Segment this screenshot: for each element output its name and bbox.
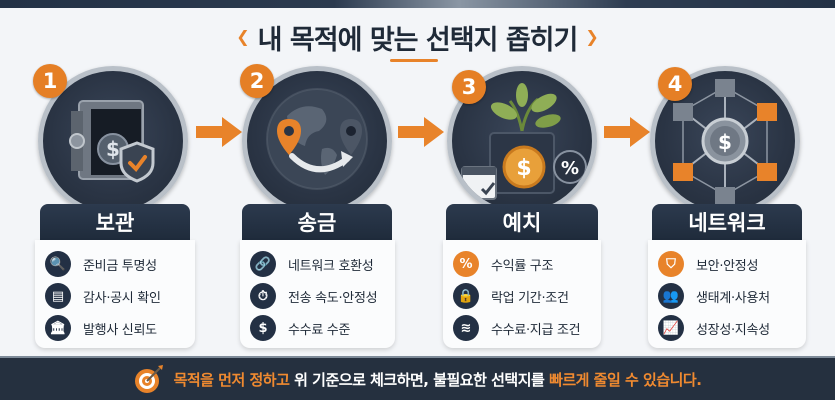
arrow-right-icon [398, 117, 444, 147]
criteria-item: ≋ 수수료·지급 조건 [453, 314, 581, 342]
criteria-item: 🔍 준비금 투명성 [45, 250, 157, 278]
title-underline [390, 59, 438, 62]
footer-message: 목적을 먼저 정하고 위 기준으로 체크하면, 불필요한 선택지를 빠르게 줄일… [174, 369, 702, 390]
criteria-item: $ 수수료 수준 [250, 314, 350, 342]
top-bar [0, 0, 835, 8]
criteria-item: 🏛 발행사 신뢰도 [45, 314, 157, 342]
step-2-criteria-list: 🔗 네트워크 호환성 ⏱ 전송 속도·안정성 $ 수수료 수준 [240, 240, 395, 348]
coins-icon: ≋ [453, 315, 479, 341]
users-icon: 👥 [658, 283, 684, 309]
plant-coin-icon: $ % [461, 83, 587, 200]
target-icon [134, 365, 163, 393]
blockchain-network-icon: $ [673, 79, 777, 205]
criteria-item: 🔗 네트워크 호환성 [250, 250, 374, 278]
lock-icon: 🔒 [453, 283, 479, 309]
page-title: 내 목적에 맞는 선택지 좁히기 [257, 24, 579, 56]
criteria-item: 🔒 락업 기간·조건 [453, 282, 569, 310]
criteria-item: ⏱ 전송 속도·안정성 [250, 282, 378, 310]
arrow-right-icon [196, 117, 242, 147]
title-decoration-right-icon: ❯ [585, 27, 599, 46]
safe-icon: $ [69, 100, 155, 183]
footer-highlight-1: 목적을 먼저 정하고 [173, 370, 290, 389]
document-chart-icon: ▤ [45, 283, 71, 309]
growth-chart-icon: 📈 [658, 315, 684, 341]
bank-icon: 🏛 [45, 315, 71, 341]
globe-icon [266, 88, 368, 190]
footer-highlight-2: 빠르게 줄일 수 있습니다. [549, 370, 702, 389]
criteria-item: ⛉ 보안·안정성 [658, 250, 758, 278]
step-4-criteria-list: ⛉ 보안·안정성 👥 생태계·사용처 📈 성장성·지속성 [648, 240, 806, 348]
step-2-badge: 2 [240, 64, 274, 98]
step-3-criteria-list: % 수익률 구조 🔒 락업 기간·조건 ≋ 수수료·지급 조건 [443, 240, 601, 348]
criteria-item: % 수익률 구조 [453, 250, 553, 278]
step-1-criteria-list: 🔍 준비금 투명성 ▤ 감사·공시 확인 🏛 발행사 신뢰도 [35, 240, 195, 348]
step-1-label: 보관 [40, 204, 190, 240]
title-decoration-left-icon: ❮ [236, 27, 250, 46]
step-3-label: 예치 [446, 204, 598, 240]
step-1-badge: 1 [33, 64, 67, 98]
svg-text:$: $ [106, 137, 120, 161]
step-4-badge: 4 [658, 67, 692, 101]
arrow-right-icon [604, 117, 650, 147]
svg-text:$: $ [718, 130, 732, 154]
criteria-item: ▤ 감사·공시 확인 [45, 282, 161, 310]
step-3-badge: 3 [452, 70, 486, 104]
stopwatch-icon: ⏱ [250, 283, 276, 309]
dollar-icon: $ [250, 315, 276, 341]
percent-icon: % [453, 251, 479, 277]
criteria-item: 📈 성장성·지속성 [658, 314, 770, 342]
shield-icon: ⛉ [658, 251, 684, 277]
footer-text-middle: 위 기준으로 체크하면, 불필요한 선택지를 [289, 370, 550, 389]
criteria-item: 👥 생태계·사용처 [658, 282, 770, 310]
step-4-label: 네트워크 [652, 204, 802, 240]
link-icon: 🔗 [250, 251, 276, 277]
header: ❮ 내 목적에 맞는 선택지 좁히기 ❯ [0, 10, 835, 64]
footer-tip-bar: 목적을 먼저 정하고 위 기준으로 체크하면, 불필요한 선택지를 빠르게 줄일… [0, 356, 835, 400]
step-2-label: 송금 [242, 204, 392, 240]
svg-text:$: $ [516, 156, 531, 181]
svg-text:%: % [561, 158, 579, 179]
search-icon: 🔍 [45, 251, 71, 277]
step-1-illustration: $ [38, 66, 188, 216]
